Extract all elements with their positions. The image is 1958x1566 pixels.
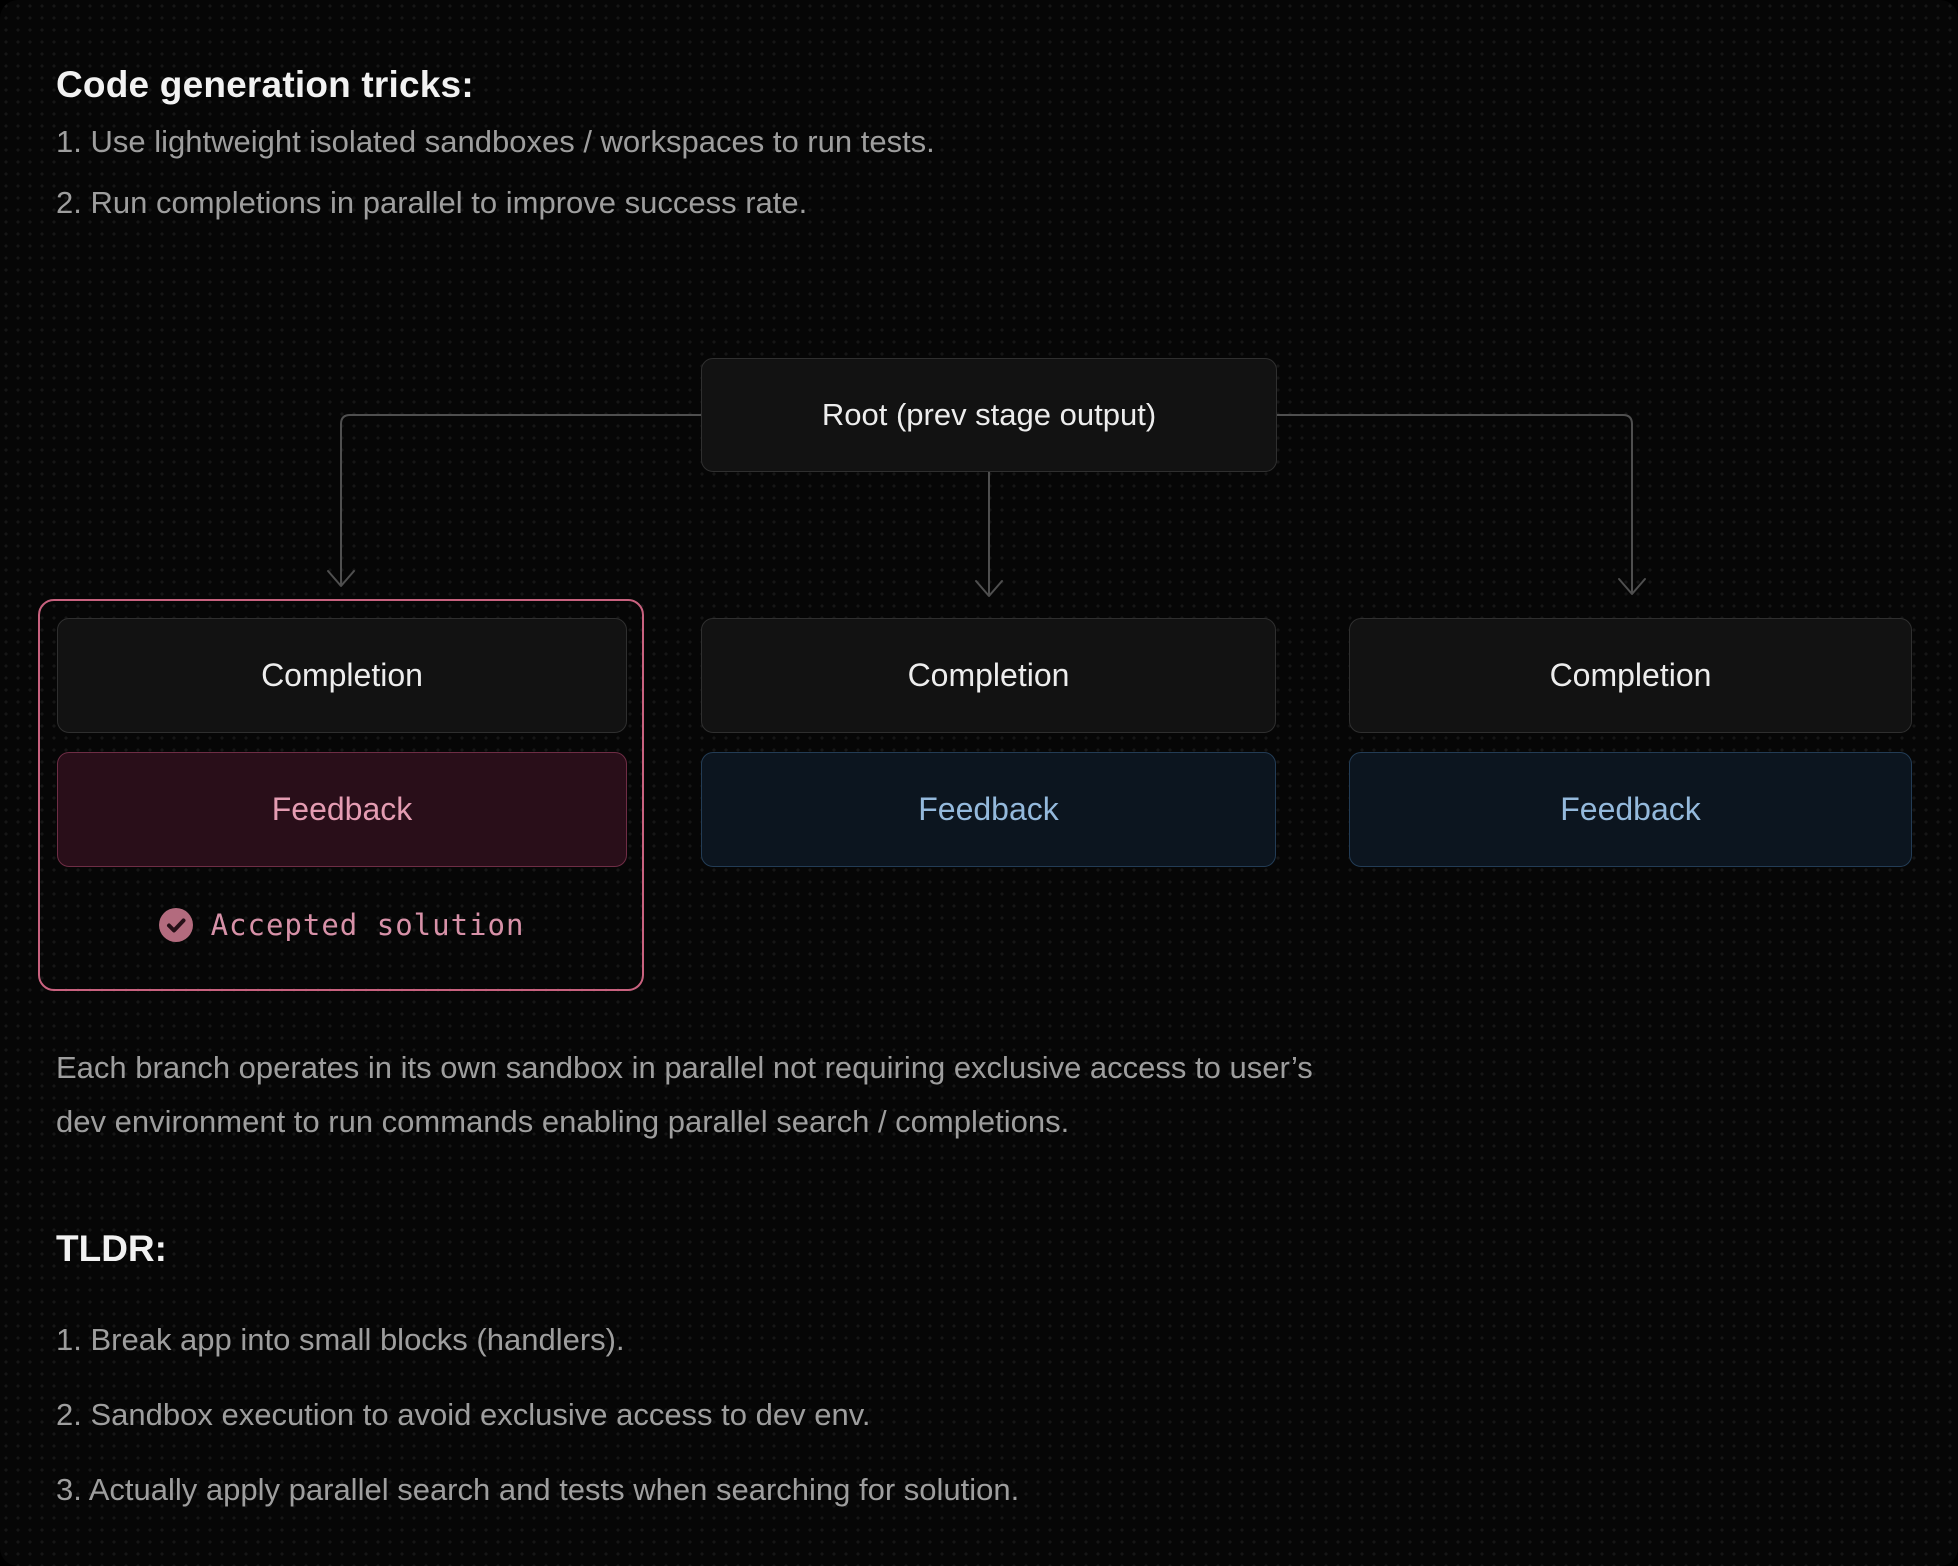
accepted-check-icon xyxy=(158,907,194,943)
branch-3-completion-node: Completion xyxy=(1349,618,1912,733)
tldr-title: TLDR: xyxy=(56,1228,167,1269)
arrowhead-right-icon xyxy=(1618,578,1646,595)
accepted-branch-frame xyxy=(38,599,644,991)
connector-root-to-left xyxy=(340,414,702,585)
accepted-solution-row: Accepted solution xyxy=(38,897,644,953)
page-title: Code generation tricks: xyxy=(56,64,474,105)
connector-root-to-right xyxy=(1276,414,1633,593)
tldr-list-item-2: 2. Sandbox execution to avoid exclusive … xyxy=(56,1397,871,1432)
arrowhead-left-icon xyxy=(327,570,355,587)
branch-1-completion-node: Completion xyxy=(57,618,627,733)
branch-2-feedback-node: Feedback xyxy=(701,752,1276,867)
branch-2-completion-node: Completion xyxy=(701,618,1276,733)
branch-explanation-paragraph: Each branch operates in its own sandbox … xyxy=(56,1050,1313,1139)
branch-1-feedback-node: Feedback xyxy=(57,752,627,867)
tldr-list-item-3: 3. Actually apply parallel search and te… xyxy=(56,1472,1020,1507)
root-node: Root (prev stage output) xyxy=(701,358,1277,472)
accepted-solution-label: Accepted solution xyxy=(210,908,525,942)
tldr-list-item-1: 1. Break app into small blocks (handlers… xyxy=(56,1322,625,1357)
intro-list-item-1: 1. Use lightweight isolated sandboxes / … xyxy=(56,124,935,159)
arrowhead-middle-icon xyxy=(975,580,1003,597)
branch-3-feedback-node: Feedback xyxy=(1349,752,1912,867)
intro-list-item-2: 2. Run completions in parallel to improv… xyxy=(56,185,808,220)
